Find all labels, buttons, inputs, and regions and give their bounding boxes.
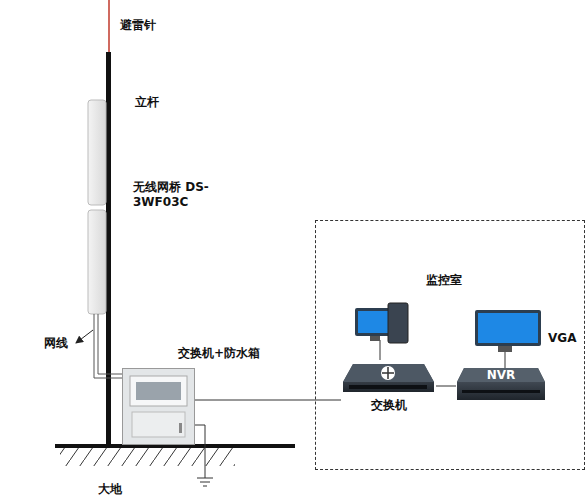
box-label: 交换机+防水箱	[178, 346, 260, 361]
connector	[436, 386, 456, 387]
label: 无线网桥 DS-3WF03C	[133, 180, 223, 210]
lightning-rod	[108, 0, 110, 55]
monitor	[475, 310, 541, 346]
ground-wire	[195, 425, 205, 478]
switch-label: 交换机	[371, 398, 407, 413]
label: VGA	[548, 331, 576, 346]
switch: 交换机	[341, 354, 436, 424]
label: 立杆	[135, 95, 159, 110]
connector	[195, 400, 341, 401]
pc-stand	[370, 336, 380, 341]
box-drawing	[122, 368, 195, 445]
ground-symbol	[197, 478, 213, 479]
ground-symbol	[203, 486, 207, 487]
bridge-panel	[88, 210, 106, 314]
bridge-panel	[88, 100, 106, 205]
pc-screen	[358, 311, 392, 333]
monitor-screen	[478, 313, 538, 343]
network-cable	[98, 314, 122, 374]
monitor-stand	[498, 346, 512, 352]
switch-icon	[341, 354, 436, 404]
room-label: 监控室	[426, 273, 462, 288]
label: 避雷针	[120, 18, 156, 33]
pc-tower	[388, 303, 408, 343]
label: 网线	[44, 336, 68, 351]
vga-cable	[505, 352, 506, 370]
label: 大地	[98, 482, 122, 497]
ground-symbol	[200, 482, 210, 483]
network-cable	[94, 314, 122, 378]
ground-hatch	[60, 448, 235, 466]
monitor-room: 监控室交换机 NVR	[315, 220, 585, 470]
nvr-label: NVR	[487, 368, 516, 383]
pole	[106, 52, 111, 446]
leader-arrow	[76, 330, 93, 343]
waterproof-box: 交换机+防水箱	[122, 368, 195, 445]
nvr-box: NVR	[456, 366, 546, 404]
pc-cable	[380, 340, 381, 360]
